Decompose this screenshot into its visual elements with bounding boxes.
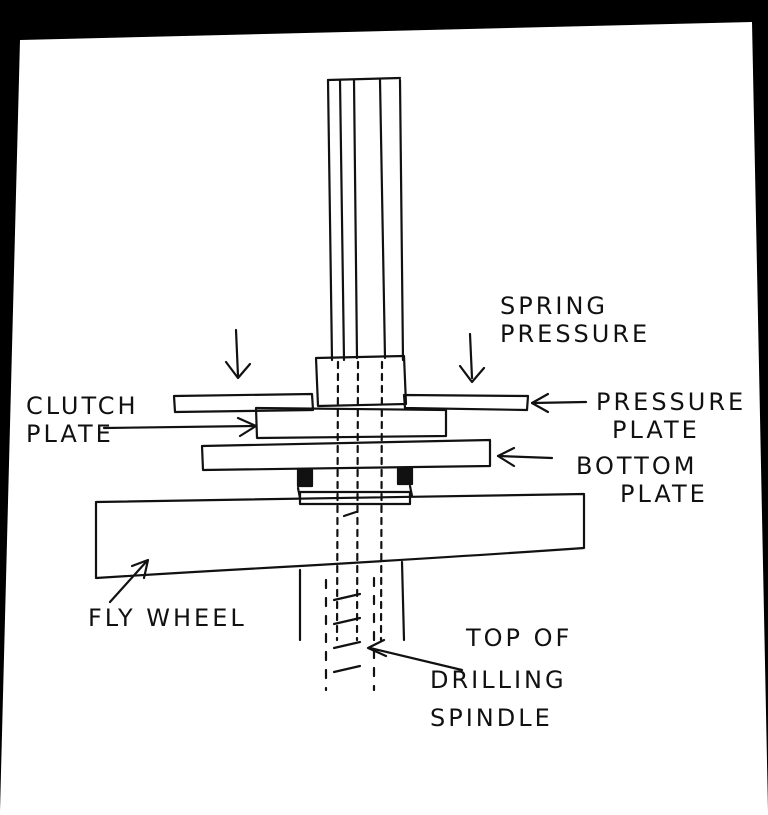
- middle-plate: [254, 406, 448, 440]
- label-bottom-plate: BOTTOM PLATE: [576, 452, 708, 508]
- leader-flywheel: [108, 558, 150, 604]
- paper: [0, 22, 768, 811]
- bearing-right: [396, 466, 414, 486]
- label-drilling-spindle: TOP OF DRILLING SPINDLE: [430, 624, 573, 732]
- label-clutch-plate: CLUTCH PLATE: [26, 392, 139, 448]
- label-spring-pressure: SPRING PRESSURE: [500, 292, 651, 348]
- spring-arrow-left: [224, 328, 252, 380]
- spring-arrow-right: [458, 332, 486, 384]
- thrust-washer: [298, 490, 412, 506]
- pressure-plate-right: [402, 393, 530, 412]
- fly-wheel: [94, 492, 586, 580]
- label-pressure-plate: PRESSURE PLATE: [596, 388, 747, 444]
- shaft: [326, 76, 405, 362]
- leader-bottom: [496, 446, 554, 468]
- clutch-plate-left: [172, 392, 315, 414]
- leader-clutch: [102, 416, 258, 438]
- label-fly-wheel: FLY WHEEL: [88, 604, 247, 632]
- leader-spindle: [366, 638, 464, 672]
- bottom-plate: [200, 438, 492, 472]
- bearing-left: [296, 468, 314, 488]
- leader-pressure: [530, 392, 588, 414]
